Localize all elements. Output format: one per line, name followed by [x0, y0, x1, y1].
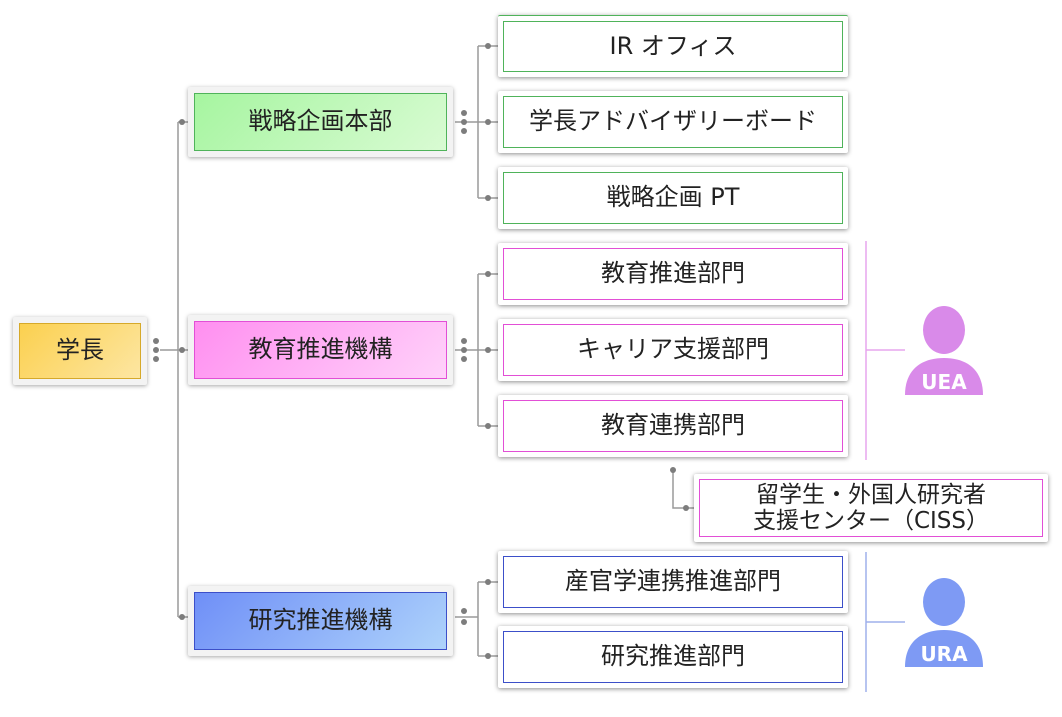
division-research[interactable]: 研究推進機構 [188, 586, 453, 656]
uea-person-body-icon [905, 358, 983, 395]
uea-badge: UEA [905, 306, 983, 395]
division-strategy[interactable]: 戦略企画本部 [188, 87, 453, 157]
unit-ciss[interactable]: 留学生・外国人研究者 支援センター（CISS） [694, 474, 1048, 542]
unit-ir-office[interactable]: IR オフィス [498, 15, 848, 77]
unit-career-support-label: キャリア支援部門 [577, 335, 769, 364]
unit-industry-collaboration[interactable]: 産官学連携推進部門 [498, 551, 848, 613]
unit-strategy-pt[interactable]: 戦略企画 PT [498, 167, 848, 229]
unit-career-support[interactable]: キャリア支援部門 [498, 319, 848, 381]
unit-education-collaboration[interactable]: 教育連携部門 [498, 395, 848, 457]
uea-person-head-icon [923, 306, 965, 354]
unit-ciss-label-line2: 支援センター（CISS） [752, 508, 990, 534]
root-label: 学長 [56, 336, 104, 365]
division-strategy-box: 戦略企画本部 [194, 93, 447, 151]
unit-education-promotion[interactable]: 教育推進部門 [498, 243, 848, 305]
unit-education-promotion-label: 教育推進部門 [601, 259, 745, 288]
unit-advisory-board-label: 学長アドバイザリーボード [529, 107, 817, 136]
division-research-label: 研究推進機構 [248, 606, 393, 635]
division-research-box: 研究推進機構 [194, 592, 447, 650]
division-education-label: 教育推進機構 [248, 335, 393, 364]
root-box: 学長 [19, 323, 141, 379]
unit-industry-collaboration-label: 産官学連携推進部門 [565, 567, 781, 596]
uea-badge-label: UEA [921, 370, 967, 394]
ura-person-head-icon [923, 578, 965, 626]
unit-ciss-label-line1: 留学生・外国人研究者 [756, 481, 986, 508]
root-node[interactable]: 学長 [13, 317, 147, 385]
unit-ir-office-label: IR オフィス [609, 31, 737, 60]
unit-research-promotion[interactable]: 研究推進部門 [498, 626, 848, 688]
ura-badge-label: URA [920, 642, 968, 666]
division-strategy-label: 戦略企画本部 [248, 107, 393, 136]
unit-education-collaboration-label: 教育連携部門 [601, 411, 745, 440]
division-education-box: 教育推進機構 [194, 321, 447, 379]
unit-advisory-board[interactable]: 学長アドバイザリーボード [498, 91, 848, 153]
unit-strategy-pt-label: 戦略企画 PT [606, 183, 740, 212]
ura-person-body-icon [905, 630, 983, 667]
ura-badge: URA [905, 578, 983, 667]
unit-research-promotion-label: 研究推進部門 [601, 642, 745, 671]
division-education[interactable]: 教育推進機構 [188, 315, 453, 385]
